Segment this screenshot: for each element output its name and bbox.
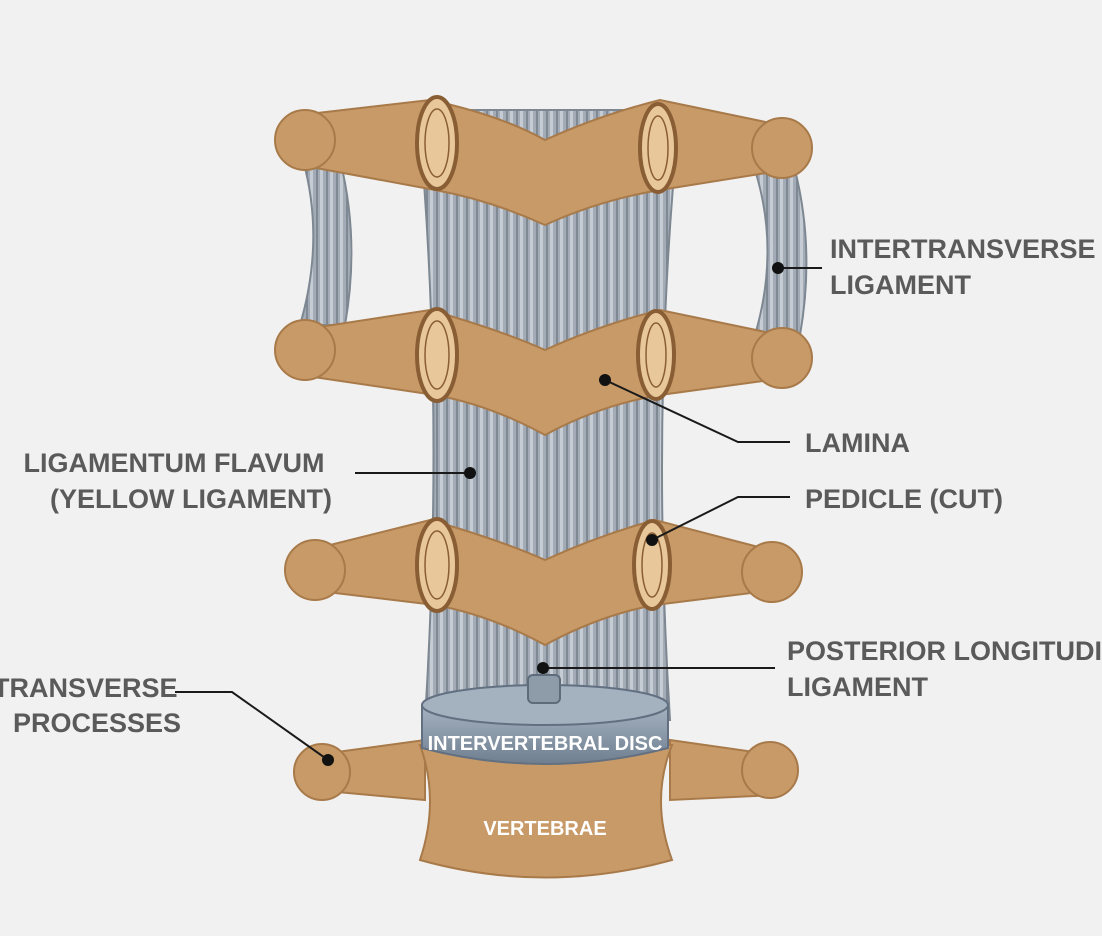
ligamentum-flavum-label: LIGAMENTUM FLAVUM (YELLOW LIGAMENT) [24, 448, 332, 514]
vertebral-arch-2 [274, 307, 813, 437]
vertebrae-label: VERTEBRAE [483, 818, 606, 840]
vertebral-arch-3 [284, 517, 803, 647]
intervertebral-disc [421, 674, 669, 765]
intervertebral-disc-label: INTERVERTEBRAL DISC [428, 733, 663, 755]
posterior-longitudinal-ligament-label: POSTERIOR LONGITUDINAL LIGAMENT [787, 636, 1102, 702]
lamina-label: LAMINA [805, 428, 910, 458]
intertransverse-ligament-label: INTERTRANSVERSE LIGAMENT [830, 234, 1102, 300]
leader-lines [175, 262, 822, 766]
left-intertransverse-ligament [298, 159, 353, 326]
right-intertransverse-ligament [753, 169, 808, 336]
vertebral-body [293, 738, 799, 879]
pedicle-label: PEDICLE (CUT) [805, 484, 1003, 514]
vertebral-arch-1 [274, 95, 813, 227]
transverse-processes-label: TRANSVERSE PROCESSES [0, 673, 185, 738]
